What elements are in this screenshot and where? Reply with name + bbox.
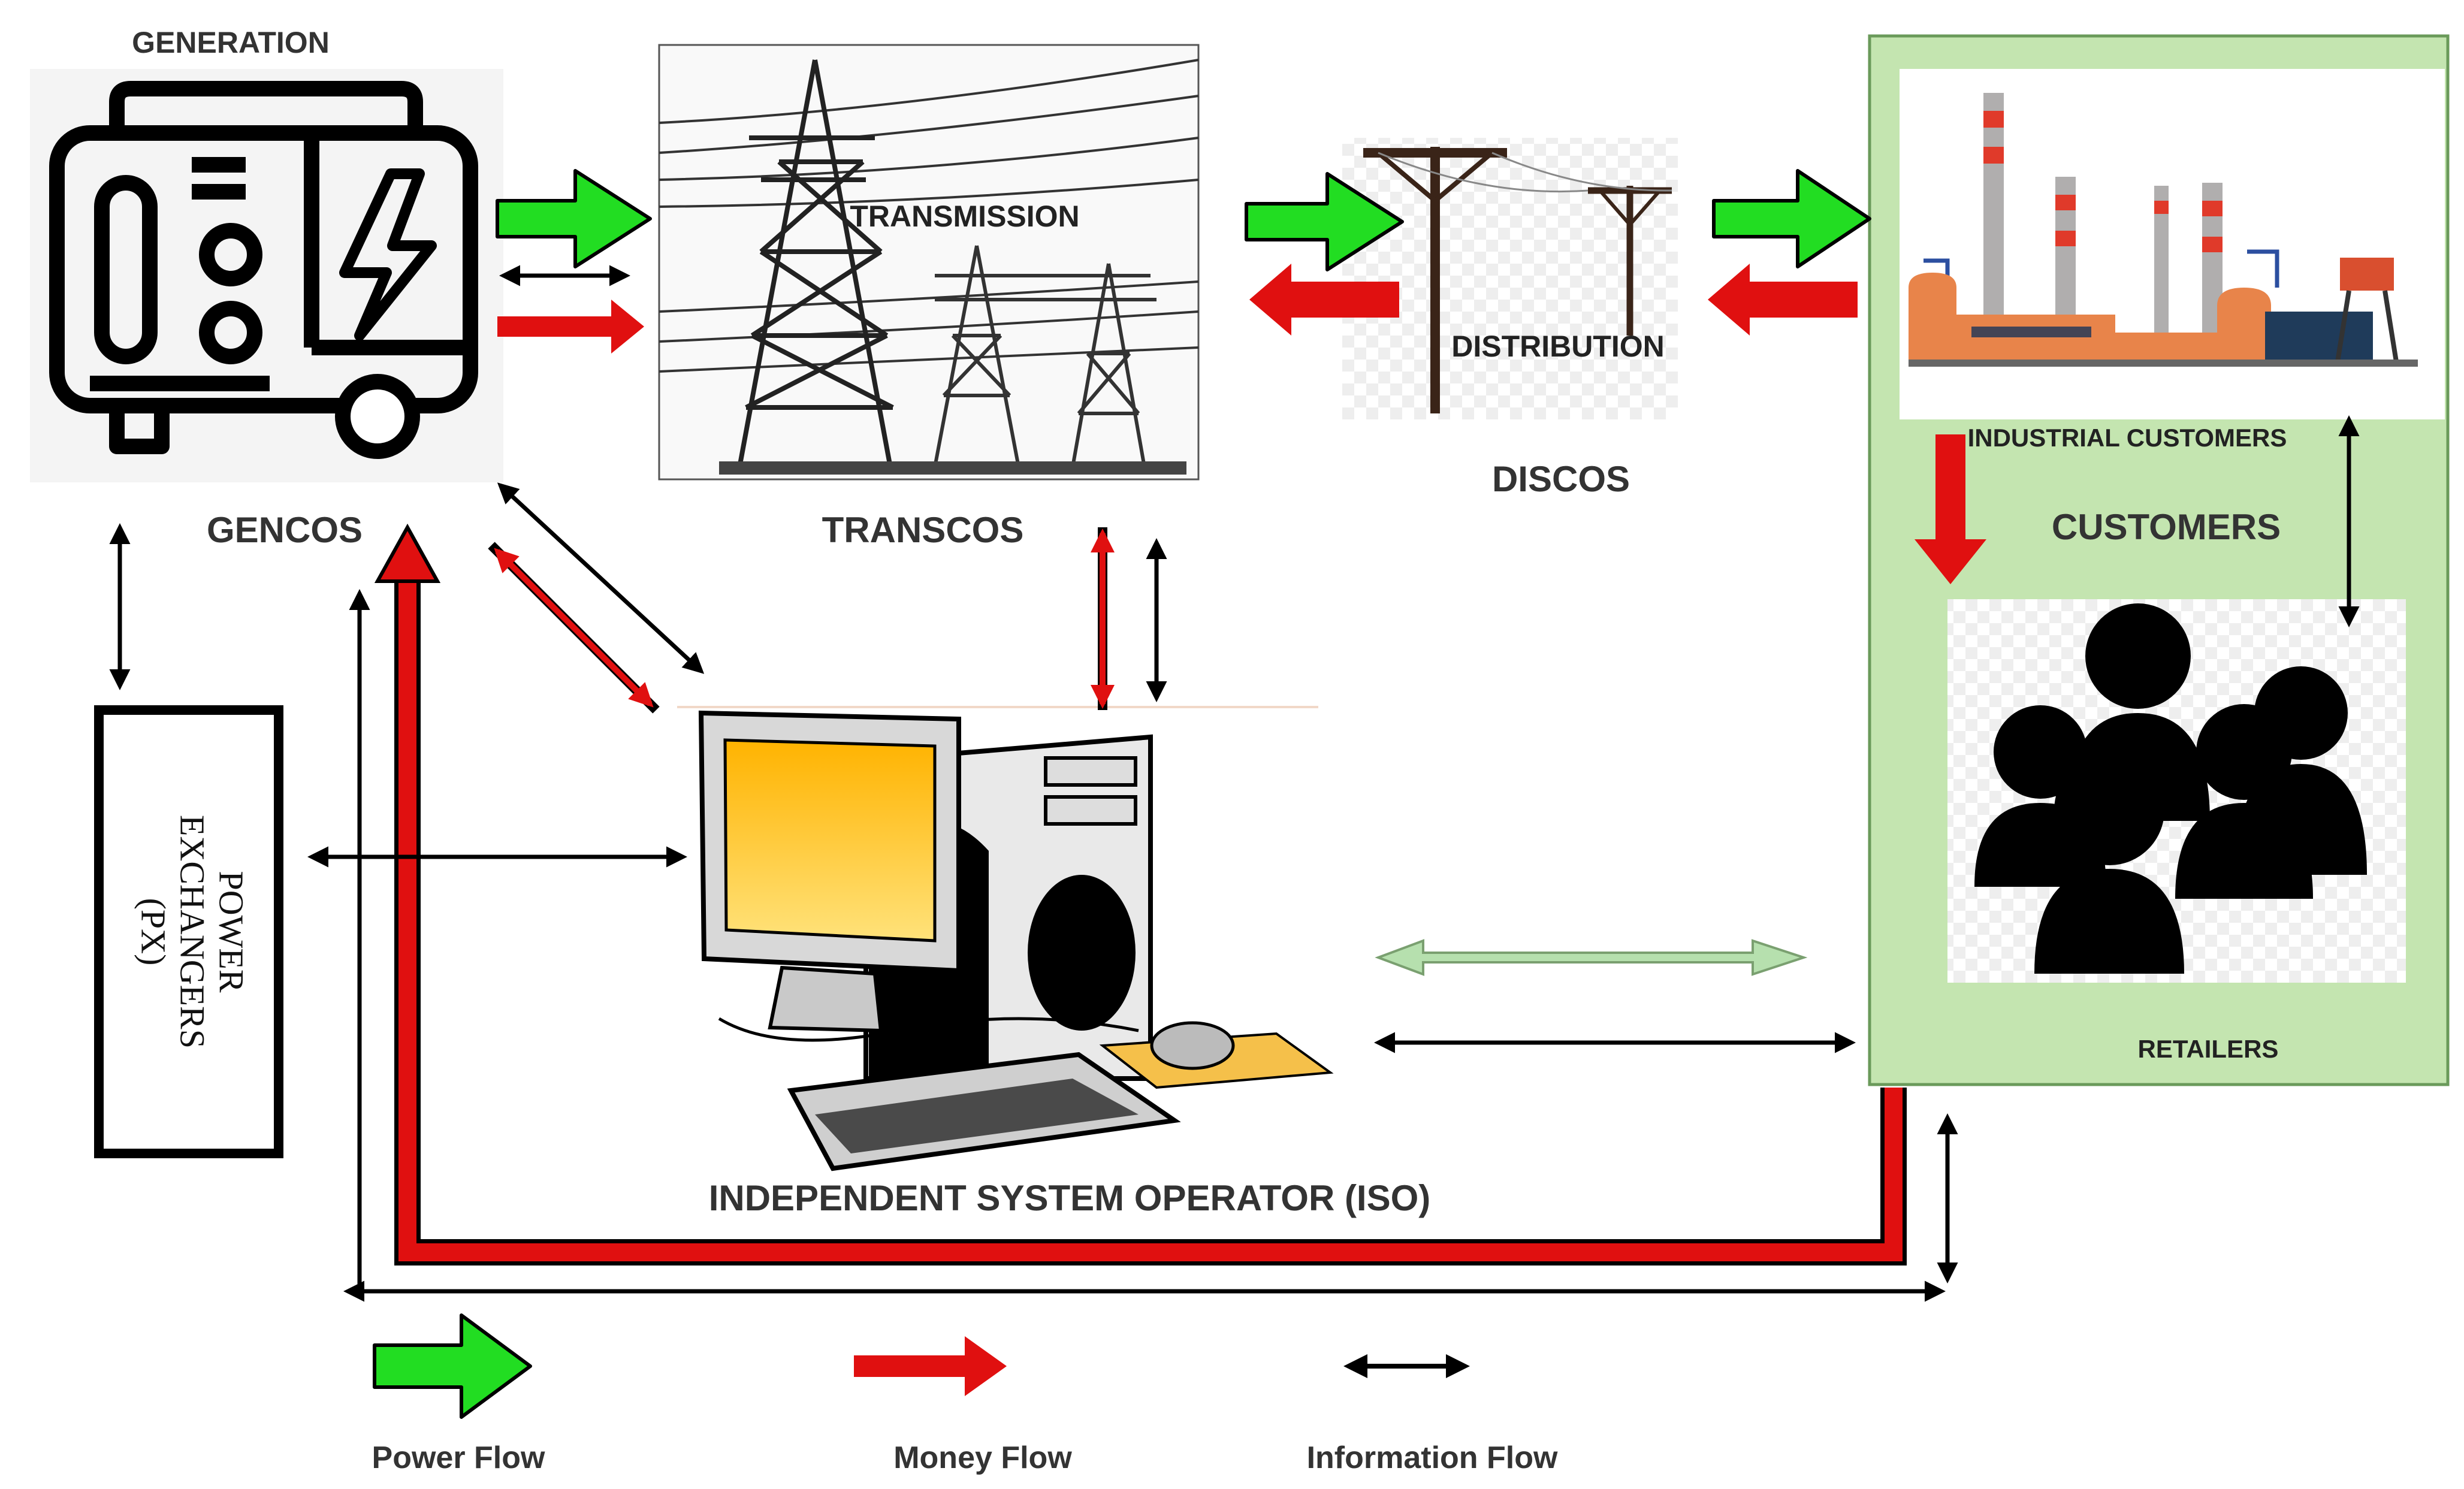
power-arrow-trans-to-dist <box>1245 172 1404 271</box>
transmission-tower-icon <box>738 59 894 465</box>
legend-money-flow-icon <box>854 1336 1007 1396</box>
legend-money-flow-label: Money Flow <box>893 1440 1072 1475</box>
power-arrow-dist-to-cust <box>1712 169 1871 268</box>
desktop-computer-icon <box>698 710 1334 1171</box>
power-flow-arrows <box>496 169 1871 271</box>
transmission-label: TRANSMISSION <box>850 200 1079 233</box>
information-flow-arrows <box>109 265 2360 1302</box>
iso-block: INDEPENDENT SYSTEM OPERATOR (ISO) <box>677 706 1431 1218</box>
generation-label: GENERATION <box>132 26 330 59</box>
discos-label: DISCOS <box>1492 459 1630 499</box>
substation-towers <box>933 245 1156 468</box>
people-group-icon <box>1974 603 2367 974</box>
power-lines <box>659 59 1199 373</box>
retailers-label: RETAILERS <box>2138 1035 2279 1063</box>
legend: Power Flow Money Flow Information Flow <box>372 1313 1558 1475</box>
legend-power-flow-label: Power Flow <box>372 1440 545 1475</box>
legend-information-flow-label: Information Flow <box>1307 1440 1558 1475</box>
px-line-3: (PX) <box>134 898 173 966</box>
customers-label: CUSTOMERS <box>2052 507 2281 547</box>
info-arrow-gencos-iso <box>497 482 705 674</box>
iso-label: INDEPENDENT SYSTEM OPERATOR (ISO) <box>709 1178 1431 1218</box>
power-exchangers-box: POWER EXCHANGERS (PX) <box>94 705 283 1158</box>
power-arrow-gen-to-trans <box>496 169 652 268</box>
distribution-label: DISTRIBUTION <box>1451 330 1665 363</box>
px-line-2: EXCHANGERS <box>173 815 212 1049</box>
gencos-label: GENCOS <box>207 510 363 550</box>
light-green-double-arrow <box>1375 939 1808 976</box>
money-arrow-industrial-to-retailers <box>1915 434 1986 584</box>
money-arrow-dist-to-trans <box>1249 264 1399 336</box>
generation-block: GENERATION GENCOS <box>30 26 503 550</box>
money-arrow-cust-to-dist <box>1708 264 1858 336</box>
legend-power-flow-icon <box>373 1313 532 1419</box>
transmission-block: TRANSMISSION TRANSCOS <box>658 44 1200 550</box>
distribution-block: DISTRIBUTION DISCOS <box>1342 138 1678 499</box>
factory-icon <box>1909 93 2418 367</box>
utility-pole-icon <box>1363 147 1672 413</box>
money-arrow-gen-to-trans <box>497 300 644 354</box>
industrial-customers-label: INDUSTRIAL CUSTOMERS <box>1968 424 2287 452</box>
transcos-label: TRANSCOS <box>822 510 1024 550</box>
generator-icon <box>49 81 478 459</box>
px-line-1: POWER <box>212 871 251 993</box>
